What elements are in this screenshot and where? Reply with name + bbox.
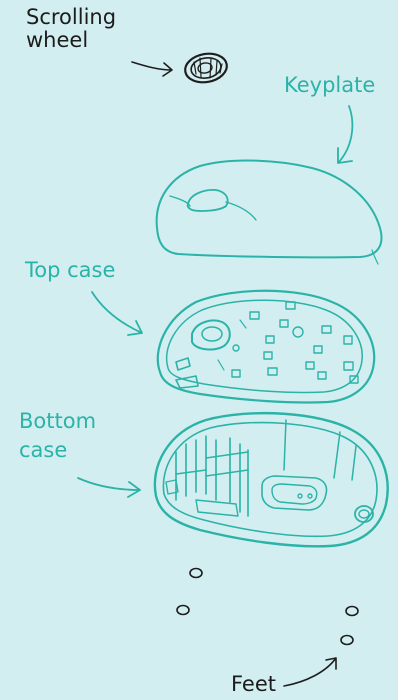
label-bottom-case: Bottom case <box>19 410 96 462</box>
bottom-case-arrow <box>78 478 140 497</box>
label-keyplate: Keyplate <box>284 74 375 97</box>
keyplate <box>157 160 382 264</box>
keyplate-arrow <box>338 106 352 163</box>
label-scrolling-wheel-line1: Scrolling <box>26 6 116 29</box>
label-feet: Feet <box>231 673 276 696</box>
foot <box>177 606 189 615</box>
scroll-wheel-arrow <box>132 62 172 76</box>
label-scrolling-wheel: Scrolling wheel <box>26 6 116 52</box>
scroll-wheel <box>183 51 229 86</box>
feet-arrow <box>284 658 336 686</box>
top-case-arrow <box>92 292 142 335</box>
label-scrolling-wheel-line2: wheel <box>26 29 116 52</box>
foot <box>341 636 353 645</box>
bottom-case <box>155 413 388 546</box>
label-bottom-case-line2: case <box>19 439 96 462</box>
label-bottom-case-line1: Bottom <box>19 410 96 433</box>
foot <box>190 569 202 578</box>
top-case <box>158 291 374 403</box>
feet <box>177 569 358 645</box>
foot <box>346 607 358 616</box>
label-top-case: Top case <box>25 259 115 282</box>
